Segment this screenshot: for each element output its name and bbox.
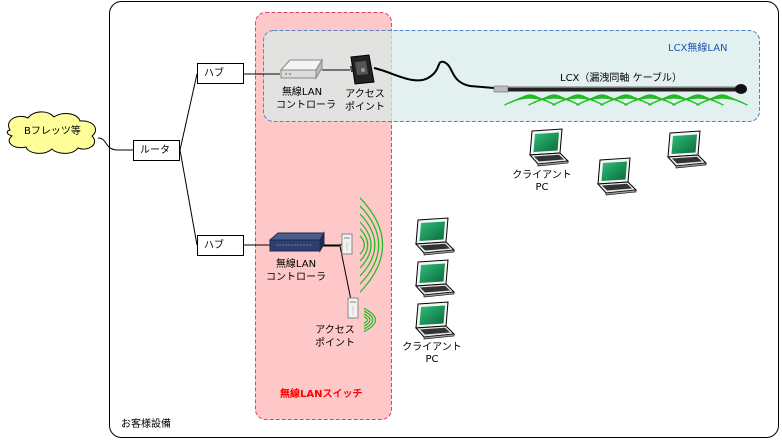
switch-area-label: 無線LANスイッチ [280,389,363,400]
hub-box-bottom [197,235,244,256]
wave-arc [600,97,652,106]
controller-top-label-1: 無線LAN [281,87,323,98]
access-point-device-bottom-2 [347,297,359,319]
access-point-top-label-2: ポイント [345,102,385,113]
lcx-cable-label: LCX（漏洩同軸 ケーブル） [560,73,682,84]
wave-arc [359,205,380,285]
controller-top-label-2: コントローラ [276,100,336,111]
lcx-area-label: LCX無線LAN [668,43,728,54]
wave-arc [624,97,676,106]
controller-bottom-label-2: コントローラ [266,272,326,283]
wave-arc [363,316,368,324]
controller-device-top [279,58,323,80]
wave-arc [363,313,371,327]
wave-arc [648,97,700,106]
wiring [97,69,353,306]
router-label: ルータ [140,145,170,156]
client-bottom-label-1: クライアント [402,342,462,353]
wave-arc [359,197,383,293]
access-point-bottom-label-1: アクセス [315,325,355,336]
wave-arc [552,97,604,106]
wave-arc [359,235,365,255]
router-box [133,140,180,161]
hub-box-top [197,63,244,84]
controller-bottom-label-1: 無線LAN [275,259,317,270]
client-bottom-label-2: PC [425,354,439,365]
switch-radio-waves [359,197,383,333]
client-top-label-1: クライアント [512,170,572,181]
access-point-bottom-label-2: ポイント [315,338,355,349]
wave-arc [576,97,628,106]
wave-arc [363,307,377,333]
lcx-radio-waves [504,94,748,106]
bflets-label: Bフレッツ等 [24,126,81,137]
wave-arc [528,97,580,106]
lcx-cable [373,60,747,94]
wave-arc [504,97,556,106]
hub-top-label: ハブ [204,68,224,79]
wave-arc [363,310,374,330]
access-point-device-bottom-1 [341,233,353,255]
hub-bottom-label: ハブ [204,240,224,251]
client-top-label-2: PC [535,182,549,193]
wave-arc [696,97,748,106]
wave-arc [359,213,376,277]
wave-arc [359,221,372,269]
access-point-device-top [350,54,375,85]
premises-label: お客様設備 [121,419,171,430]
controller-device-bottom [268,231,325,253]
access-point-top-label-1: アクセス [345,89,385,100]
wave-arc [672,97,724,106]
wave-arc [359,228,369,262]
bflets-cloud [6,111,96,154]
